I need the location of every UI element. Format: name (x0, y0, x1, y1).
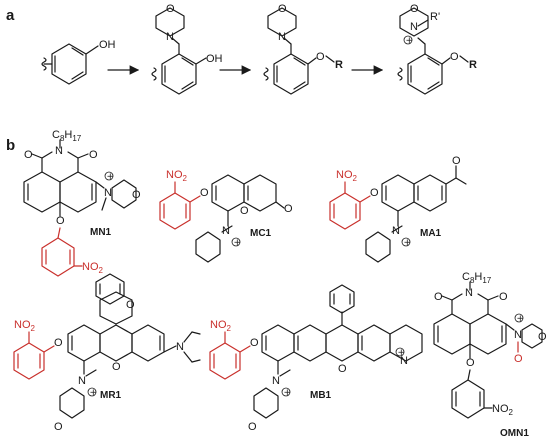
svg-text:+: + (517, 314, 525, 324)
ammonium-r: R (469, 59, 477, 71)
mc1-label: MC1 (250, 228, 272, 239)
mr1-label: MR1 (100, 390, 122, 401)
omn1-imide-n: N (465, 287, 473, 299)
mr1-no2: NO2 (14, 319, 36, 333)
ammonium-ether-o: O (450, 51, 459, 63)
mb1-n-jul: N (400, 355, 408, 367)
svg-text:C8H17: C8H17 (52, 129, 82, 143)
mb1-no2: NO2 (210, 319, 232, 333)
mannich-n: N (166, 31, 174, 43)
mr1-xanth-o: O (112, 361, 121, 373)
mn1-imide-n: N (55, 145, 63, 157)
compound-ma1: NO2 O O N + MA1 (329, 155, 467, 263)
mc1-n-amm: N (222, 225, 230, 237)
mn1-label: MN1 (90, 227, 112, 238)
mb1-xanth-o: O (338, 363, 347, 375)
omn1-o-minus: O (514, 353, 523, 365)
omn1-ether-o: O (466, 357, 475, 369)
omn1-label: OMN1 (500, 428, 529, 439)
svg-text:+: + (90, 388, 98, 398)
mb1-n-amm: N (272, 375, 280, 387)
svg-text:+: + (234, 238, 242, 248)
omn1-o-morph: O (538, 331, 547, 343)
mb1-o-morph: O (248, 421, 257, 433)
ether-morph-o: O (278, 3, 287, 15)
panel-label-a: a (6, 7, 15, 24)
mannich-oh: OH (206, 53, 223, 65)
mn1-ether-o: O (56, 215, 65, 227)
mr1-n-dialkyl: N (176, 341, 184, 353)
mr1-ether-o: O (54, 337, 63, 349)
panel-label-b: b (6, 137, 15, 154)
mb1-label: MB1 (310, 390, 332, 401)
mc1-carbonyl-o: O (284, 203, 293, 215)
mn1-no2: NO2 (82, 261, 104, 275)
ether-o: O (316, 51, 325, 63)
structure-mannich-phenol: OH N O (151, 3, 223, 95)
mannich-o: O (166, 3, 175, 15)
mb1-ether-o: O (250, 337, 259, 349)
ma1-n-amm: N (392, 225, 400, 237)
mn1-o-morph: O (132, 189, 141, 201)
omn1-n-ox: N (514, 329, 522, 341)
mr1-o-morph: O (54, 421, 63, 433)
mc1-lactone-o: O (240, 205, 249, 217)
ma1-ether-o: O (370, 187, 379, 199)
svg-text:C8H17: C8H17 (462, 271, 492, 285)
mn1-o-b: O (89, 149, 98, 161)
mc1-no2: NO2 (166, 169, 188, 183)
ether-n: N (278, 31, 286, 43)
svg-text:+: + (398, 348, 406, 358)
compound-mn1: N O O C8H17 N + O O NO2 MN1 (23, 129, 141, 277)
svg-text:+: + (404, 238, 412, 248)
structure-phenol: OH (41, 39, 116, 85)
mn1-n-amm: N (104, 187, 112, 199)
ammonium-morph-o: O (410, 3, 419, 15)
ma1-acetyl-o: O (452, 155, 461, 167)
ma1-label: MA1 (420, 228, 442, 239)
compound-mc1: NO2 O O O N + MC1 (159, 169, 293, 263)
compound-omn1: N O O C8H17 N + O O O NO2 OMN1 (433, 271, 547, 439)
mr1-lactone-o: O (126, 299, 135, 311)
ma1-no2: NO2 (336, 169, 358, 183)
svg-text:+: + (107, 172, 115, 182)
mc1-ether-o: O (200, 187, 209, 199)
ammonium-r-prime: R' (430, 11, 440, 23)
omn1-o-b: O (499, 291, 508, 303)
omn1-o-a: O (434, 291, 443, 303)
svg-text:+: + (406, 36, 414, 46)
structure-ether: O R N O (263, 3, 343, 95)
svg-text:+: + (284, 388, 292, 398)
compound-mr1: NO2 O O O N N + O MR1 (13, 273, 201, 433)
ether-r: R (335, 59, 343, 71)
phenol-oh: OH (99, 39, 116, 51)
compound-mb1: NO2 O O N + N + O MB1 (209, 284, 423, 433)
omn1-no2: NO2 (492, 403, 514, 417)
ammonium-n: N (410, 21, 418, 33)
mn1-o-a: O (24, 149, 33, 161)
structure-ammonium: O R N + O R' (397, 3, 477, 95)
mr1-n-amm: N (78, 375, 86, 387)
